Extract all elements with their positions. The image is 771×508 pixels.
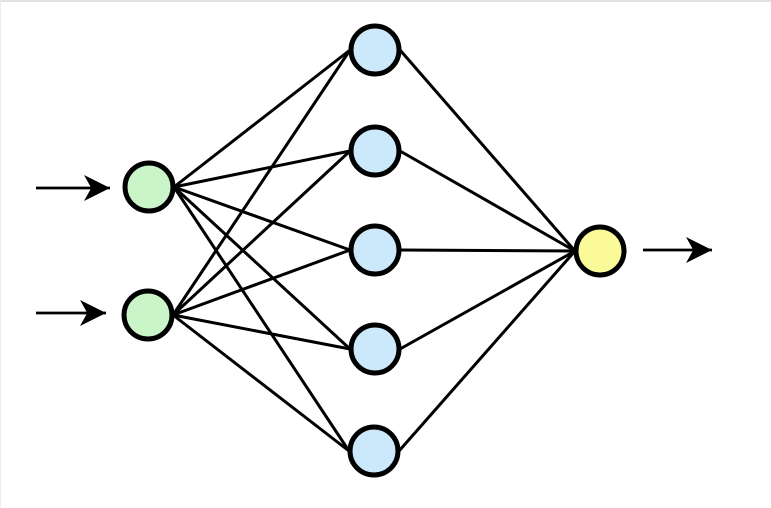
- edge-hidden-1-to-output-1: [398, 49, 577, 252]
- edge-input-1-to-hidden-3: [173, 185, 351, 252]
- edge-hidden-3-to-output-1: [399, 248, 576, 253]
- edge-hidden-5-to-output-1: [399, 249, 576, 351]
- hidden-4-node: [347, 424, 401, 478]
- edge-input-2-to-hidden-4: [172, 313, 350, 453]
- edge-input-2-to-hidden-1: [171, 49, 352, 316]
- edge-input-1-to-hidden-2: [173, 149, 351, 189]
- edge-input-2-to-hidden-3: [172, 248, 351, 317]
- edge-input-1-to-hidden-4: [172, 186, 351, 452]
- left-border-line: [0, 0, 1, 508]
- edge-layer: [171, 48, 577, 453]
- output-1-node: [573, 224, 627, 278]
- hidden-5-node: [348, 322, 402, 376]
- edge-input-2-to-hidden-2: [171, 149, 352, 317]
- edge-hidden-2-to-output-1: [399, 149, 576, 253]
- edge-input-1-to-hidden-1: [173, 48, 351, 189]
- node-layer: [121, 23, 627, 478]
- hidden-3-node: [348, 223, 402, 277]
- edge-input-1-to-hidden-5: [172, 185, 352, 351]
- edge-hidden-4-to-output-1: [397, 250, 577, 452]
- top-border-line: [0, 0, 771, 2]
- input-1-node: [122, 160, 176, 214]
- input-2-node: [121, 288, 175, 342]
- arrow-layer: [36, 175, 712, 326]
- hidden-1-node: [348, 23, 402, 77]
- edge-input-2-to-hidden-5: [172, 313, 351, 351]
- hidden-2-node: [348, 124, 402, 178]
